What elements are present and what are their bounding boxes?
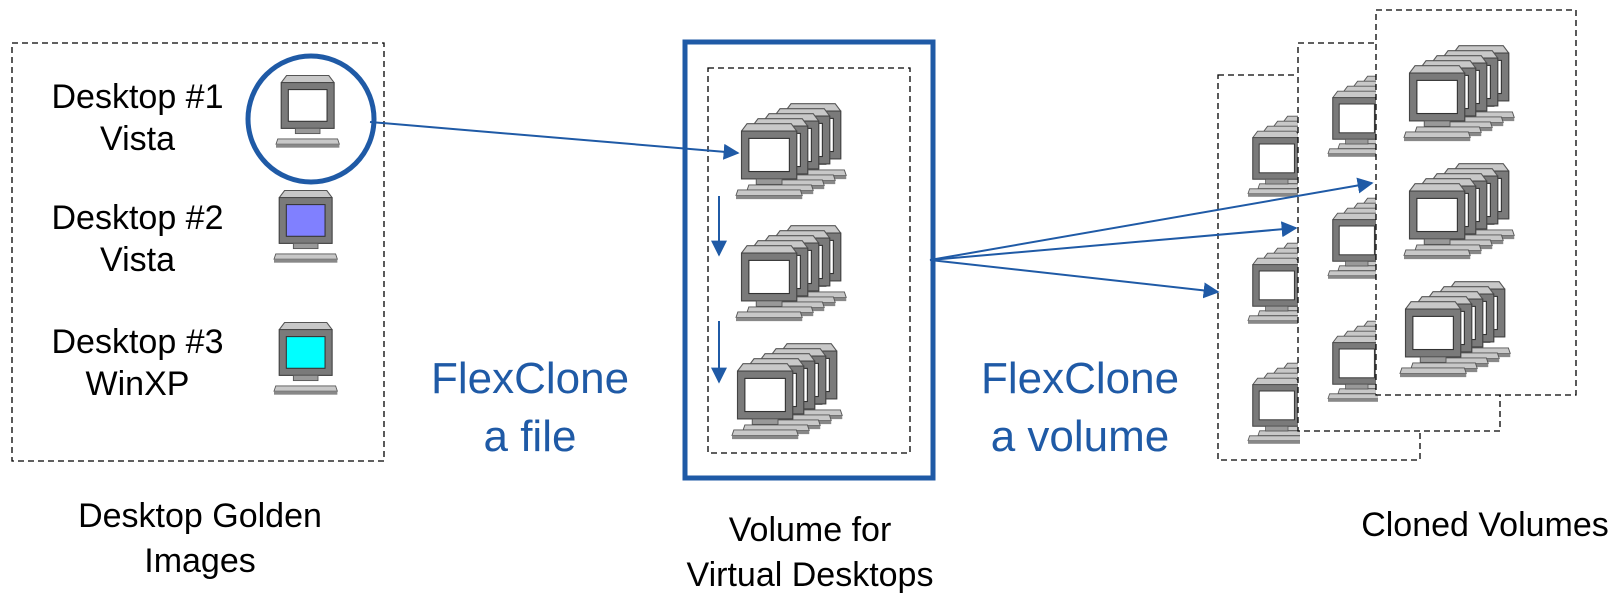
cloned-3-stack-1-icon bbox=[1403, 65, 1471, 142]
desktop-1-name: Desktop #1 bbox=[51, 78, 224, 116]
desktop-2-os: Vista bbox=[100, 241, 175, 279]
flexclone-volume-line1: FlexClone bbox=[980, 354, 1180, 403]
cloned-2-stack-2-icon bbox=[1327, 212, 1378, 279]
cloned-volumes-caption: Cloned Volumes bbox=[1361, 506, 1609, 544]
arrow-file-clone bbox=[369, 121, 740, 160]
cloned-1-stack-1-icon bbox=[1247, 130, 1300, 197]
golden-images-caption-line1: Desktop Golden bbox=[78, 497, 322, 535]
desktop-3-os: WinXP bbox=[85, 365, 190, 403]
volume-stack-3-icon bbox=[731, 363, 799, 440]
cloned-1-stack-2-icon bbox=[1247, 257, 1300, 324]
cloned-3-stack-3-icon bbox=[1399, 301, 1467, 378]
desktop-2-name: Desktop #2 bbox=[51, 199, 224, 237]
golden-images-caption: Desktop Golden Images bbox=[30, 494, 370, 584]
golden-images-box bbox=[11, 42, 385, 462]
volume-stack-2-icon bbox=[735, 245, 803, 322]
desktop-1-monitor-icon bbox=[275, 74, 340, 148]
cloned-3-stack-2-icon bbox=[1403, 183, 1471, 260]
volume-stack-1-icon bbox=[735, 123, 803, 200]
flexclone-file-line1: FlexClone bbox=[430, 354, 630, 403]
desktop-3-monitor-icon bbox=[273, 321, 338, 395]
volume-caption: Volume for Virtual Desktops bbox=[620, 508, 1000, 598]
desktop-3-name: Desktop #3 bbox=[51, 323, 224, 361]
arrow-volume-clone-3 bbox=[929, 177, 1374, 261]
flexclone-file-label: FlexClone a file bbox=[395, 350, 665, 466]
flexclone-volume-line2: a volume bbox=[990, 412, 1170, 461]
volume-caption-line1: Volume for bbox=[728, 511, 892, 549]
flexclone-file-line2: a file bbox=[483, 412, 577, 461]
desktop-2-label: Desktop #2 Vista bbox=[30, 197, 245, 281]
cloned-1-stack-3-icon bbox=[1247, 377, 1300, 444]
golden-images-caption-line2: Images bbox=[144, 542, 256, 580]
volume-inner-box bbox=[707, 67, 911, 454]
cloned-2-stack-3-icon bbox=[1327, 335, 1378, 402]
desktop-2-monitor-icon bbox=[273, 189, 338, 263]
arrow-volume-clone-1 bbox=[929, 259, 1220, 299]
arrow-volume-clone-2 bbox=[929, 221, 1298, 261]
desktop-1-os: Vista bbox=[100, 120, 175, 158]
desktop-3-label: Desktop #3 WinXP bbox=[30, 321, 245, 405]
flexclone-volume-label: FlexClone a volume bbox=[940, 350, 1220, 466]
volume-caption-line2: Virtual Desktops bbox=[686, 556, 934, 594]
selection-circle bbox=[245, 53, 377, 185]
desktop-1-label: Desktop #1 Vista bbox=[30, 76, 245, 160]
